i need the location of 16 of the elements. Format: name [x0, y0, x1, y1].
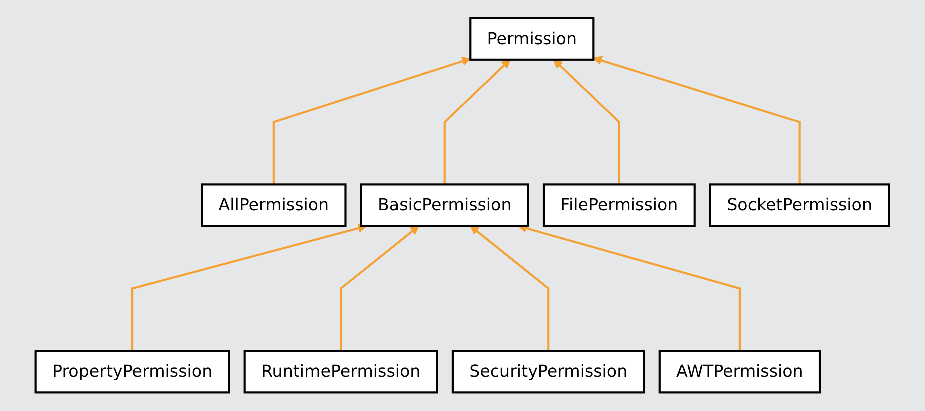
arrow — [470, 226, 550, 352]
node-box: RuntimePermission — [244, 350, 438, 394]
node-box: SocketPermission — [709, 184, 890, 228]
arrow — [132, 224, 368, 352]
node-box: Permission — [470, 17, 595, 61]
arrow — [340, 226, 420, 352]
node-box: FilePermission — [542, 184, 696, 228]
node-box: AllPermission — [201, 184, 347, 228]
arrow — [444, 60, 511, 185]
node-box: SecurityPermission — [452, 350, 646, 394]
node-box: PropertyPermission — [34, 350, 230, 394]
node-box: BasicPermission — [360, 184, 530, 228]
arrow — [272, 57, 472, 185]
node-box: AWTPermission — [658, 350, 822, 394]
arrow — [554, 60, 620, 185]
arrow — [593, 56, 801, 185]
